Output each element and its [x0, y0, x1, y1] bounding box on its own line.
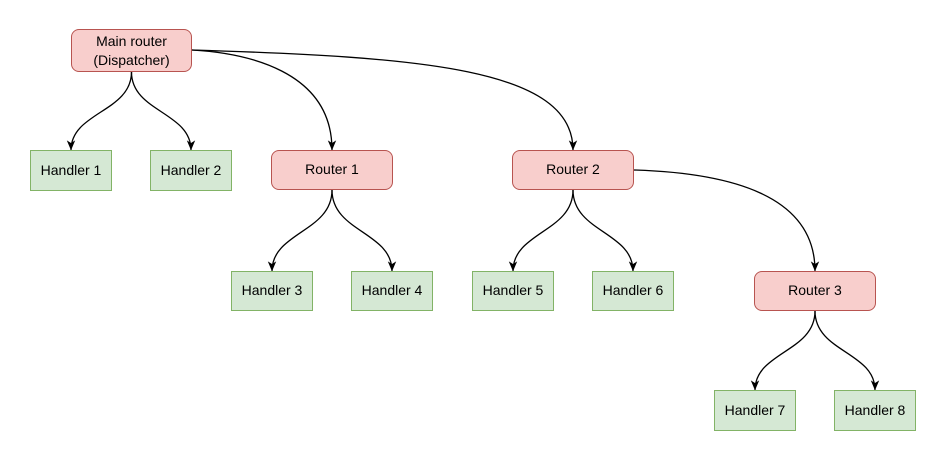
- node-label: (Dispatcher): [93, 51, 170, 68]
- node-handler-7: Handler 7: [714, 390, 796, 431]
- edge-main-to-router1: [191, 49, 337, 151]
- node-main-router: Main router (Dispatcher): [71, 29, 192, 72]
- node-handler-2: Handler 2: [150, 150, 232, 191]
- node-handler-4: Handler 4: [351, 271, 433, 311]
- edge-router2-to-handler6: [572, 189, 638, 272]
- edge-router2-to-handler5: [508, 189, 574, 272]
- node-label: Handler 4: [361, 282, 423, 299]
- node-handler-3: Handler 3: [231, 271, 313, 311]
- node-label: Main router: [96, 32, 167, 49]
- node-handler-8: Handler 8: [834, 390, 916, 431]
- node-label: Router 2: [546, 161, 600, 178]
- edge-router2-to-router3: [633, 169, 820, 272]
- node-label: Handler 6: [602, 282, 664, 299]
- node-label: Handler 2: [160, 161, 222, 178]
- node-label: Handler 1: [40, 161, 102, 178]
- node-label: Handler 3: [241, 282, 303, 299]
- edge-main-to-router2: [191, 49, 578, 151]
- node-handler-5: Handler 5: [472, 271, 554, 311]
- edge-main-to-handler1: [66, 71, 133, 151]
- edge-router1-to-handler3: [267, 189, 333, 272]
- node-handler-6: Handler 6: [592, 271, 674, 311]
- node-handler-1: Handler 1: [30, 150, 112, 191]
- node-router-3: Router 3: [754, 271, 876, 311]
- node-label: Handler 5: [482, 282, 544, 299]
- node-label: Handler 7: [724, 401, 786, 418]
- edge-router1-to-handler4: [331, 189, 397, 272]
- node-label: Router 1: [305, 161, 359, 178]
- node-router-2: Router 2: [512, 150, 634, 190]
- node-label: Handler 8: [844, 401, 906, 418]
- edge-router3-to-handler7: [750, 310, 816, 391]
- node-label: Router 3: [788, 282, 842, 299]
- node-router-1: Router 1: [271, 150, 393, 190]
- edge-main-to-handler2: [130, 71, 196, 151]
- edge-router3-to-handler8: [814, 310, 880, 391]
